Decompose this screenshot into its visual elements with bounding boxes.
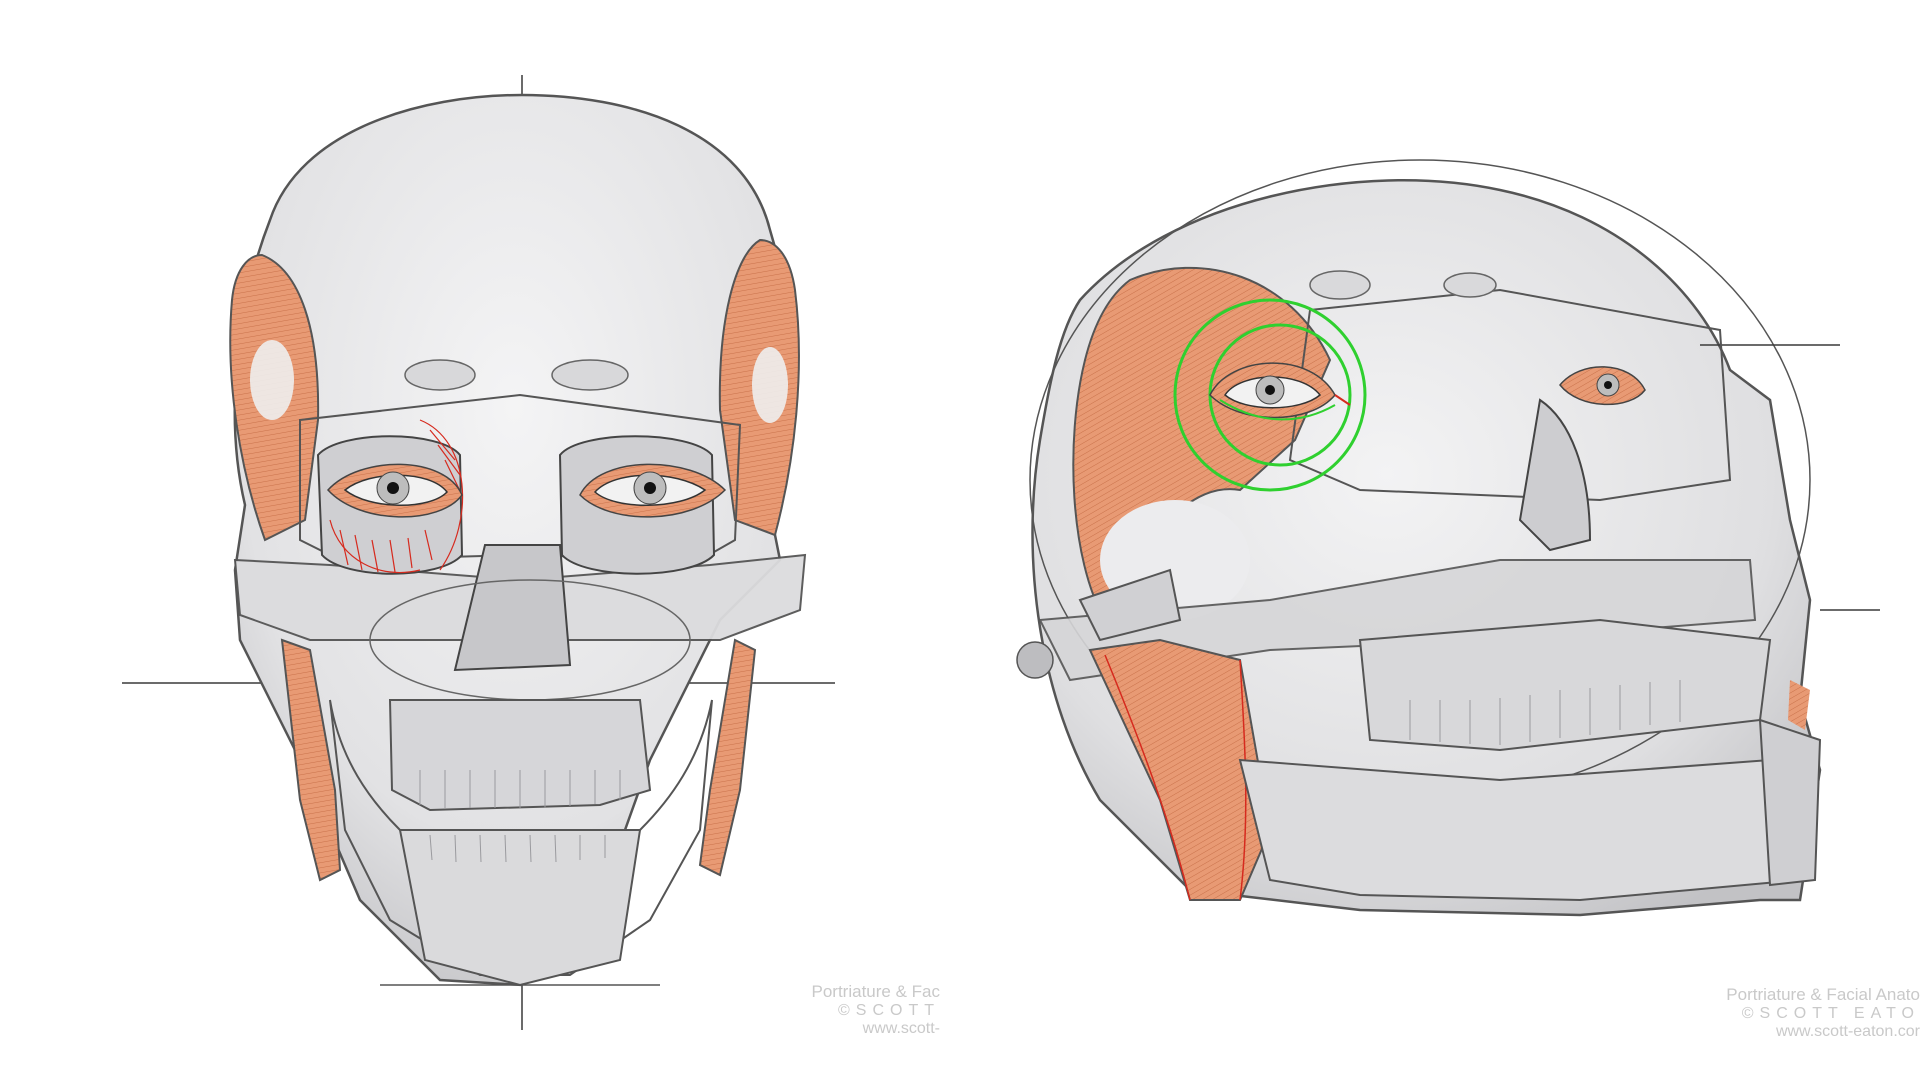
watermark-url: www.scott- (862, 1019, 940, 1037)
three-quarter-view-panel: Portriature & Facial Anato ©SCOTT EATO w… (940, 0, 1920, 1080)
masseter-muscle (1088, 638, 1272, 901)
eye-orbit-circle-outer (1173, 298, 1367, 492)
brow-bump-right (551, 359, 629, 391)
front-view-panel: Portriature & Fac ©SCOTT www.scott- (0, 0, 940, 1080)
brow-bump-left (1309, 270, 1371, 300)
lower-jaw-block (398, 829, 642, 987)
upper-jaw (388, 699, 652, 812)
front-skull-drawing (122, 75, 835, 1030)
upper-teeth (419, 770, 621, 808)
chin-muscle-accent (1788, 680, 1810, 730)
lower-teeth (429, 834, 606, 863)
near-eye (1209, 362, 1351, 421)
masseter-red-outline (1104, 654, 1191, 901)
watermark-url: www.scott-eaton.cor (1775, 1022, 1920, 1040)
watermark-left: Portriature & Fac ©SCOTT www.scott- (680, 982, 941, 1038)
watermark-title: Portriature & Facial Anato (1726, 985, 1920, 1004)
chin-block (1758, 718, 1822, 887)
masseter-muscle-right (698, 638, 757, 877)
watermark-brand: ©SCOTT EATO (1741, 1004, 1920, 1022)
nasal-bone (1518, 398, 1592, 552)
temporal-bone-highlight-left (250, 340, 294, 420)
brow-plane (1288, 288, 1732, 502)
mandible (329, 699, 713, 976)
upper-teeth (1409, 680, 1681, 745)
far-eye (1559, 366, 1646, 406)
eye-left (326, 463, 463, 518)
eye-right (579, 463, 727, 518)
watermark-right: Portriature & Facial Anato ©SCOTT EATO w… (1620, 985, 1920, 1041)
mandible (1238, 758, 1812, 902)
ear-opening (1016, 641, 1054, 679)
three-quarter-skull-drawing (1016, 159, 1880, 917)
watermark-title: Portriature & Fac (811, 982, 941, 1001)
temporal-bone-highlight-right (752, 347, 788, 423)
nasal-cavity (453, 544, 572, 672)
brow-bump-right (1443, 272, 1497, 298)
brow-bump-left (404, 359, 476, 391)
masseter-muscle-left (280, 638, 342, 882)
zygomatic-arch-block (1078, 568, 1182, 642)
watermark-brand: ©SCOTT (837, 1001, 940, 1019)
